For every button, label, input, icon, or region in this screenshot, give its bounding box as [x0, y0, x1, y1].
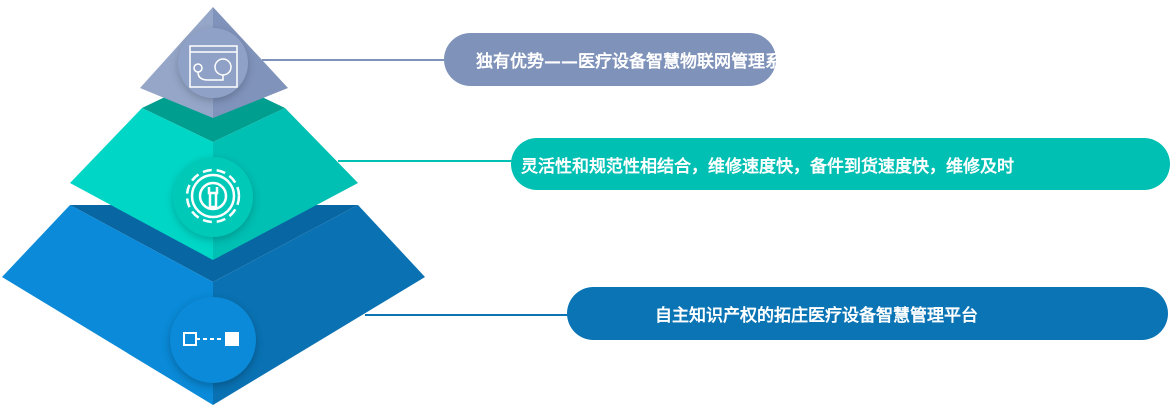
gear-wrench-icon — [185, 168, 241, 224]
connector-line-bottom — [365, 314, 569, 316]
tier-label-top-text: 独有优势——医疗设备智慧物联网管理系统 — [476, 52, 799, 72]
pyramid — [2, 7, 425, 405]
pyramid-tier-top — [140, 7, 288, 118]
connector-line-middle — [338, 160, 513, 162]
tier-label-middle: 灵活性和规范性相结合，维修速度快，备件到货速度快，维修及时 — [511, 138, 1170, 190]
monitor-gauge-icon — [189, 45, 238, 88]
pyramid-tier-bottom — [2, 205, 425, 405]
connector-line-top — [262, 59, 444, 61]
tier-label-middle-text: 灵活性和规范性相结合，维修速度快，备件到货速度快，维修及时 — [521, 156, 1014, 177]
pyramid-tier-middle — [70, 97, 358, 260]
tier-label-bottom-text: 自主知识产权的拓庄医疗设备智慧管理平台 — [655, 306, 978, 326]
tier-label-top: 独有优势——医疗设备智慧物联网管理系统 — [444, 33, 799, 86]
tier-label-bottom: 自主知识产权的拓庄医疗设备智慧管理平台 — [567, 287, 1168, 340]
connected-squares-icon — [183, 332, 239, 346]
